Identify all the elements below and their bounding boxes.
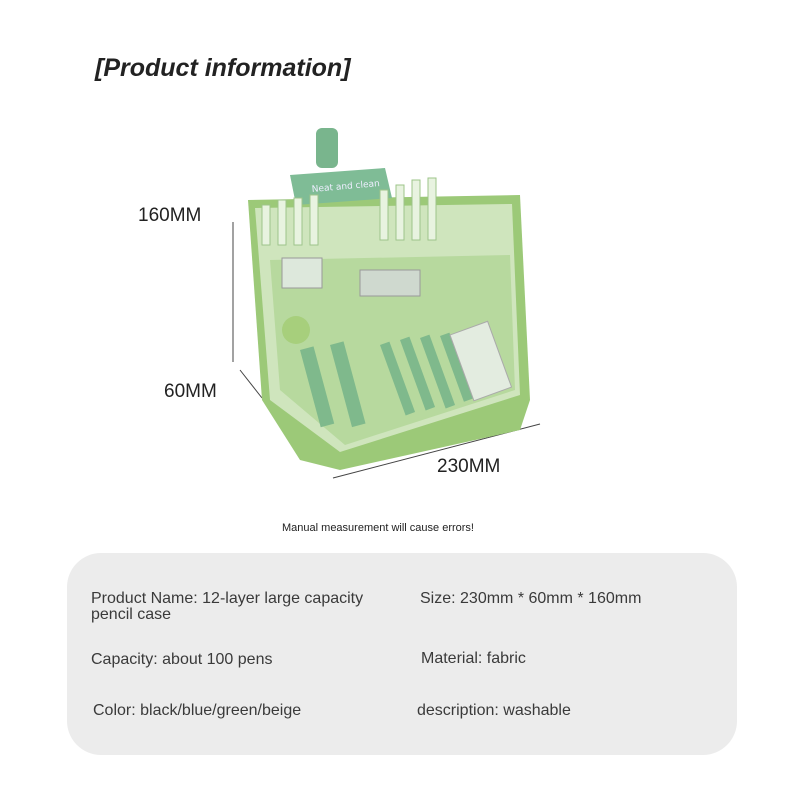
page-title: [Product information] xyxy=(95,54,351,82)
pen xyxy=(330,341,366,428)
pen xyxy=(420,334,456,409)
case-inner-layer xyxy=(270,255,515,445)
pen xyxy=(309,194,319,246)
pen xyxy=(380,341,416,416)
pen xyxy=(293,197,303,246)
height-dimension: 160MM xyxy=(138,205,202,226)
pen xyxy=(395,184,405,241)
spec-description: description: washable xyxy=(417,702,571,719)
upper-pens xyxy=(261,177,437,246)
spec-capacity: Capacity: about 100 pens xyxy=(91,651,273,668)
pen xyxy=(277,199,287,246)
spec-product-name: Product Name: 12-layer large capacity pe… xyxy=(91,590,364,623)
spec-color: Color: black/blue/green/beige xyxy=(93,702,302,719)
pen xyxy=(411,179,421,241)
pen xyxy=(300,346,335,428)
lower-pens xyxy=(300,332,474,428)
width-dimension: 230MM xyxy=(437,456,501,477)
glasses-case xyxy=(359,269,421,297)
calculator xyxy=(281,257,323,289)
pen xyxy=(440,332,474,402)
tape-roll xyxy=(282,316,310,344)
depth-dimension-line xyxy=(239,369,263,399)
specs-panel: Product Name: 12-layer large capacity pe… xyxy=(67,553,737,755)
pen xyxy=(379,189,389,241)
clip-handle xyxy=(316,128,338,168)
pen xyxy=(400,336,436,411)
depth-dimension: 60MM xyxy=(164,381,217,402)
measurement-note: Manual measurement will cause errors! xyxy=(282,522,474,534)
pen xyxy=(261,204,271,246)
stapler xyxy=(449,320,513,402)
pen xyxy=(427,177,437,241)
pencil-case-image: Neat and clean xyxy=(232,128,541,479)
spec-size: Size: 230mm * 60mm * 160mm xyxy=(420,590,642,607)
spec-material: Material: fabric xyxy=(421,650,526,667)
